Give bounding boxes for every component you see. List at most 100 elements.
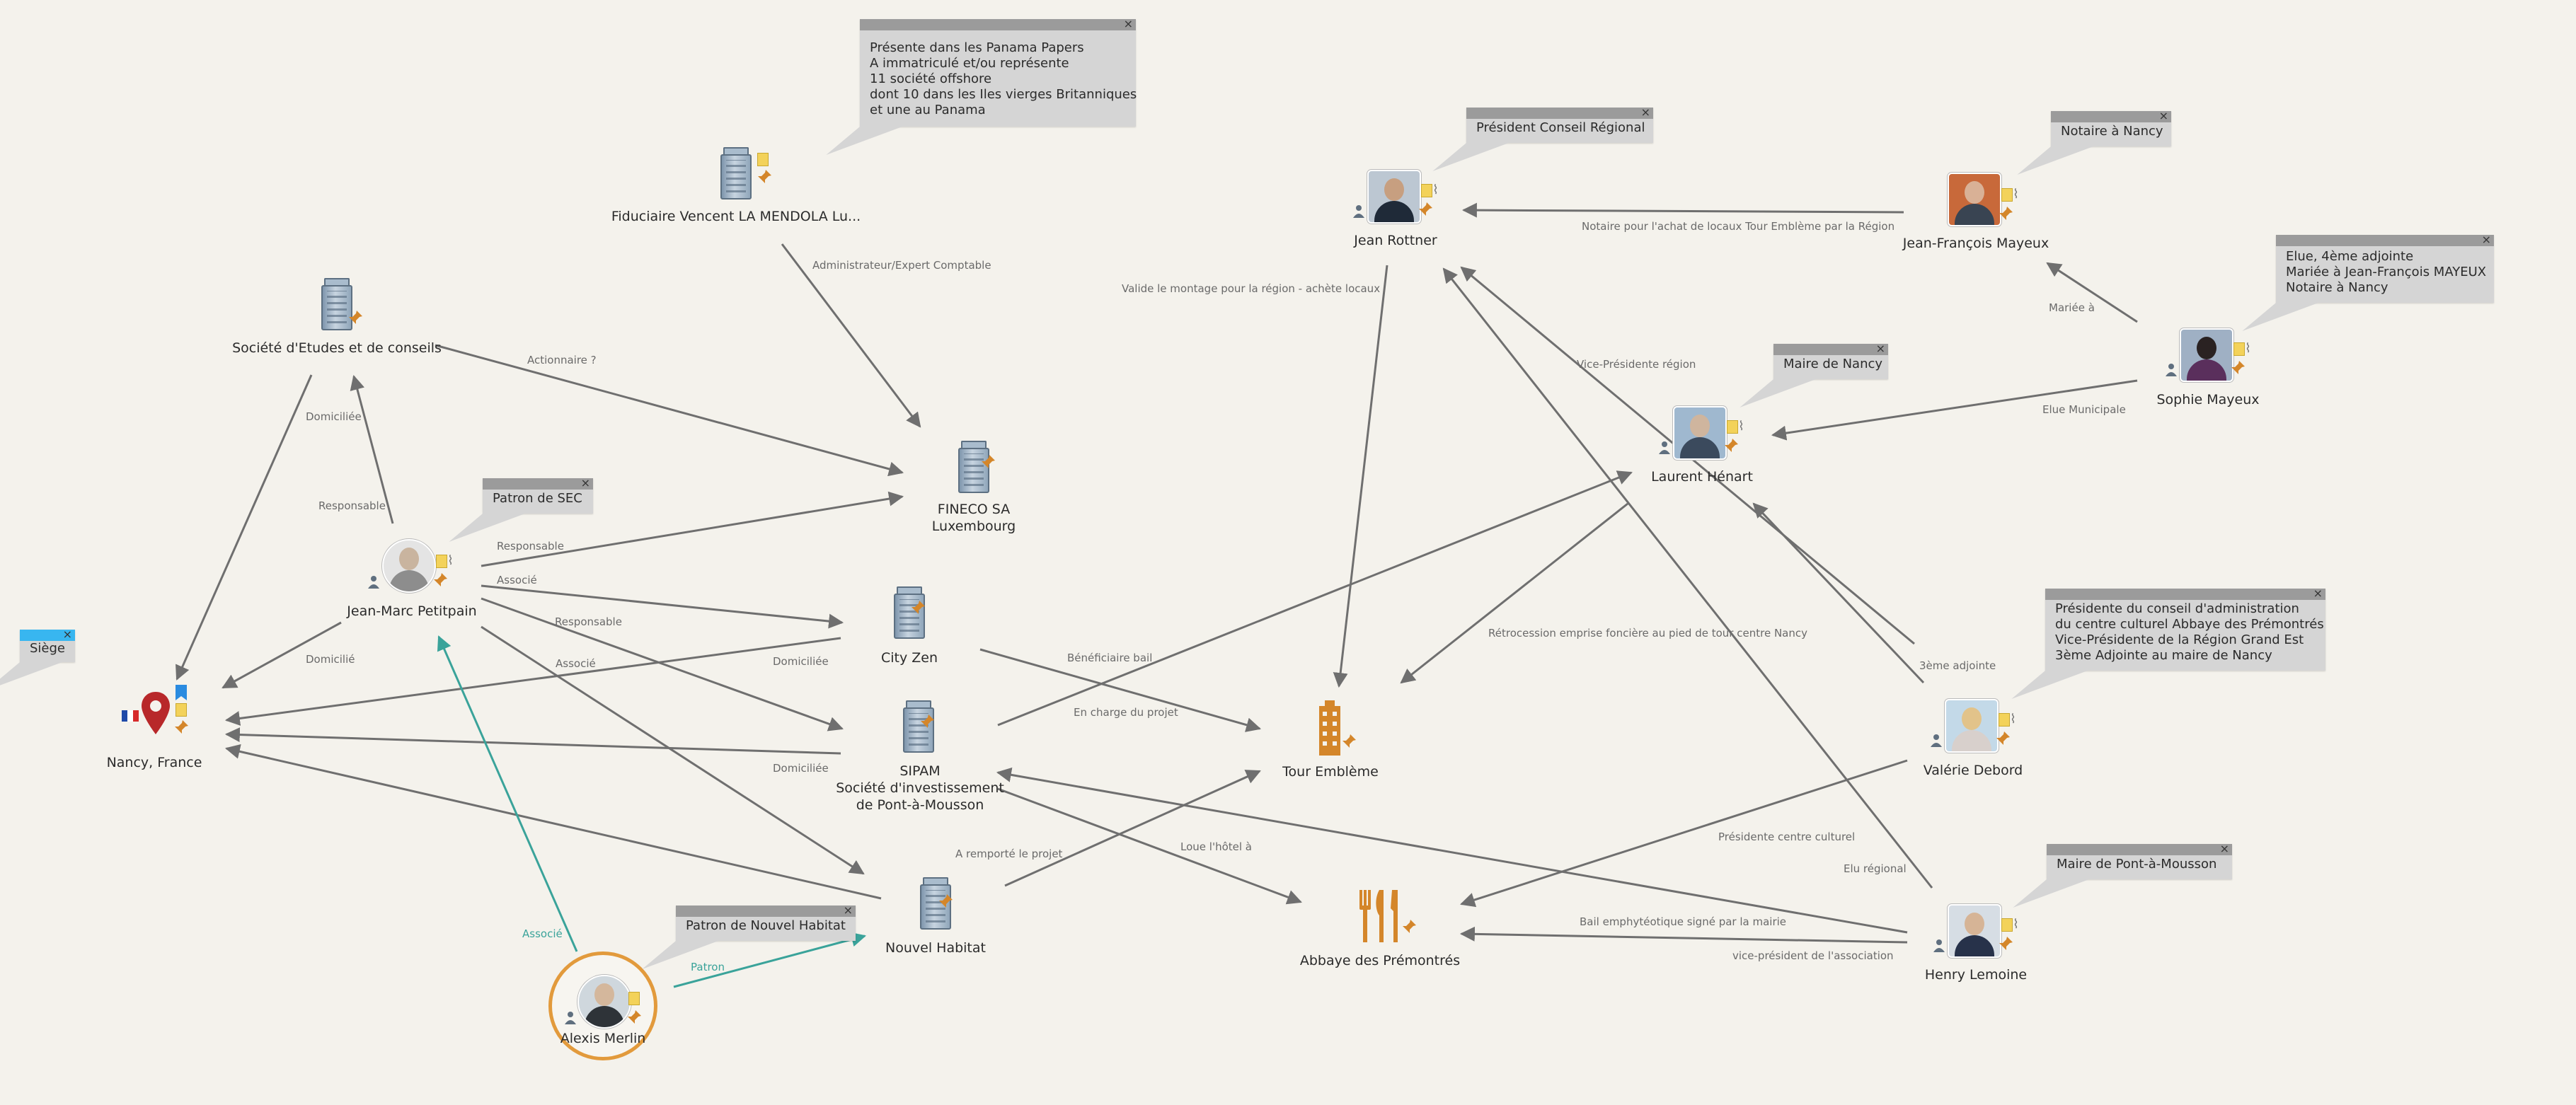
label-responsable-sipam: Responsable	[555, 615, 622, 628]
node-sipam[interactable]	[899, 700, 938, 753]
node-merlin[interactable]	[548, 951, 657, 1060]
note-maire-pam[interactable]: × Maire de Pont-à-Mousson	[2047, 842, 2232, 879]
edge-nh-nancy[interactable]	[224, 744, 882, 900]
node-tour[interactable]	[1316, 700, 1356, 760]
document-icon	[436, 555, 447, 568]
node-petitpain[interactable]: ⌇	[368, 539, 454, 593]
close-icon[interactable]: ×	[2158, 109, 2168, 122]
label-sipam: SIPAM Société d'investissement de Pont-à…	[836, 763, 1004, 814]
edge-rottner-tour[interactable]	[1333, 265, 1388, 688]
person-photo-icon	[1367, 170, 1421, 224]
edge-henart-tour[interactable]	[1400, 502, 1628, 684]
note-notaire[interactable]: × Notaire à Nancy	[2051, 109, 2171, 146]
selection-ring	[548, 951, 657, 1060]
edge-sm-jfm[interactable]	[2046, 262, 2138, 323]
edge-sm-henart[interactable]	[1771, 379, 2138, 441]
note-patron-sec-text: Patron de SEC	[493, 491, 582, 506]
note-president-cr[interactable]: × Président Conseil Régional	[1466, 105, 1653, 143]
note-panama-line2: A immatriculé et/ou représente	[870, 56, 1069, 71]
edge-lemoine-abbaye[interactable]	[1459, 926, 1908, 944]
label-tour: Tour Emblème	[1282, 764, 1379, 780]
close-icon[interactable]: ×	[2219, 842, 2229, 855]
close-icon[interactable]: ×	[580, 476, 590, 490]
edge-lemoine-rottner[interactable]	[1442, 267, 1933, 889]
label-loue: Loue l'hôtel à	[1180, 840, 1252, 853]
note-elue[interactable]: × Elue, 4ème adjointe Mariée à Jean-Fran…	[2276, 233, 2494, 303]
node-sec[interactable]	[317, 278, 362, 330]
tower-icon	[1319, 700, 1340, 756]
label-elu-regional: Elu régional	[1844, 862, 1907, 875]
label-notaire-achat: Notaire pour l'achat de locaux Tour Embl…	[1582, 220, 1894, 233]
edge-fiduciaire-fineco[interactable]	[781, 243, 921, 428]
label-abbaye: Abbaye des Prémontrés	[1299, 953, 1461, 968]
edge-sipam-henart[interactable]	[997, 470, 1633, 727]
pushpin-icon	[912, 601, 925, 614]
edge-debord-abbaye[interactable]	[1460, 759, 1908, 908]
pushpin-icon	[175, 720, 188, 734]
label-petitpain: Jean-Marc Petitpain	[347, 603, 477, 619]
paperclip-icon: ⌇	[2010, 712, 2016, 727]
label-fineco-line2: Luxembourg	[931, 519, 1016, 534]
node-henart[interactable]: ⌇	[1659, 406, 1744, 460]
pushpin-icon	[1403, 920, 1416, 933]
edge-jfm-rottner[interactable]	[1461, 202, 1904, 218]
edge-sec-nancy[interactable]	[176, 374, 313, 681]
person-icon	[1659, 441, 1670, 454]
node-rottner[interactable]: ⌇	[1353, 170, 1439, 224]
node-cityzen[interactable]	[890, 586, 929, 639]
node-nouvel-habitat[interactable]	[916, 877, 955, 930]
node-lemoine[interactable]: ⌇	[1933, 904, 2019, 958]
label-lemoine: Henry Lemoine	[1924, 967, 2028, 983]
node-nancy[interactable]	[122, 685, 188, 739]
close-icon[interactable]: ×	[1123, 17, 1133, 30]
close-icon[interactable]: ×	[843, 903, 853, 917]
label-fiduciaire: Fiduciaire Vencent LA MENDOLA Lu...	[611, 209, 861, 224]
edge-cityzen-tour[interactable]	[979, 648, 1262, 732]
node-fineco[interactable]	[954, 441, 995, 493]
pushpin-icon	[1999, 207, 2013, 220]
edge-pp-sipam[interactable]	[481, 597, 844, 731]
note-notaire-text: Notaire à Nancy	[2061, 124, 2163, 139]
edge-pp-nancy[interactable]	[222, 621, 342, 689]
person-icon	[368, 576, 379, 589]
edge-merlin-nh[interactable]	[673, 932, 867, 988]
edge-pp-fineco[interactable]	[481, 491, 904, 567]
pushpin-icon	[758, 170, 771, 183]
edge-lemoine-sipam[interactable]	[996, 767, 1908, 934]
document-icon	[2001, 918, 2013, 932]
note-panama[interactable]: × Présente dans les Panama Papers A imma…	[860, 17, 1137, 127]
node-mayeux-s[interactable]: ⌇	[2166, 328, 2251, 382]
node-fiduciaire[interactable]	[716, 147, 771, 199]
close-icon[interactable]: ×	[1640, 105, 1650, 119]
node-abbaye[interactable]	[1355, 887, 1416, 947]
edge-pp-sec[interactable]	[350, 374, 394, 524]
edge-sipam-abbaye[interactable]	[997, 787, 1302, 905]
close-icon[interactable]: ×	[62, 627, 72, 641]
label-sipam-line1: SIPAM	[899, 763, 941, 779]
note-patron-nh[interactable]: × Patron de Nouvel Habitat	[676, 903, 856, 941]
label-associe-cityzen: Associé	[497, 574, 537, 586]
edge-sec-fineco[interactable]	[435, 344, 904, 477]
edge-sipam-nancy[interactable]	[224, 727, 841, 755]
note-debord[interactable]: × Présidente du conseil d'administration…	[2045, 586, 2325, 671]
label-en-charge: En charge du projet	[1074, 706, 1178, 719]
edge-nh-tour[interactable]	[1004, 770, 1261, 887]
close-icon[interactable]: ×	[2481, 233, 2491, 246]
label-domiciliee-cityzen: Domiciliée	[773, 655, 829, 668]
label-elue-municipale: Elue Municipale	[2042, 403, 2126, 416]
note-patron-sec[interactable]: × Patron de SEC	[483, 476, 593, 514]
edge-pp-cityzen[interactable]	[481, 584, 844, 629]
note-maire-nancy[interactable]: × Maire de Nancy	[1773, 342, 1888, 379]
node-debord[interactable]: ⌇	[1931, 699, 2016, 753]
edge-debord-henart[interactable]	[1752, 502, 1925, 684]
node-mayeux-jf[interactable]: ⌇	[1948, 173, 2019, 226]
label-domiciliee-sec: Domiciliée	[306, 410, 362, 423]
edge-cityzen-nancy[interactable]	[224, 637, 841, 726]
edge-pp-nh[interactable]	[481, 625, 865, 875]
close-icon[interactable]: ×	[1875, 342, 1885, 355]
note-siege[interactable]: × Siège	[20, 627, 75, 662]
edge-merlin-pp[interactable]	[437, 635, 578, 952]
label-fineco-line1: FINECO SA	[937, 502, 1011, 517]
label-bail-emph: Bail emphytéotique signé par la mairie	[1580, 915, 1786, 928]
close-icon[interactable]: ×	[2313, 586, 2323, 600]
